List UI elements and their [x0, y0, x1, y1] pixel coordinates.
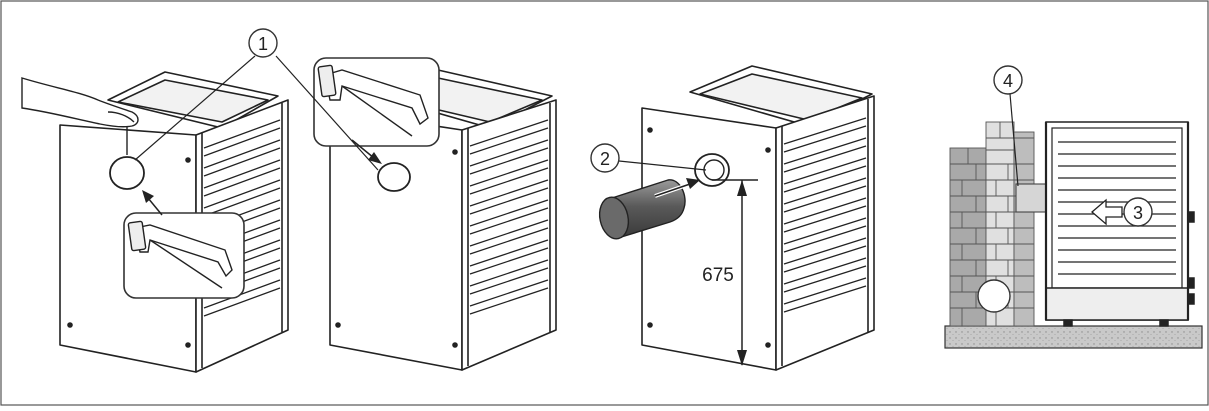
heater-3	[641, 65, 875, 371]
flue-pipe-icon	[598, 179, 686, 240]
arrow-2	[351, 139, 382, 164]
callout-3-label: 3	[1133, 203, 1143, 223]
callout-4: 4	[993, 65, 1023, 187]
callout-1: 1	[134, 28, 379, 171]
hacksaw-icon	[123, 212, 245, 299]
callout-2-label: 2	[600, 149, 610, 169]
callout-3: 3	[1123, 197, 1153, 227]
height-dimension	[712, 179, 758, 366]
hacksaw-icon-2	[313, 57, 440, 147]
brick-wall	[949, 121, 1069, 327]
height-value: 675	[702, 265, 734, 286]
floor	[944, 325, 1203, 349]
arrow-1	[142, 190, 163, 216]
hand-icon	[21, 77, 139, 155]
callout-4-label: 4	[1003, 71, 1013, 91]
heater-4	[1044, 121, 1195, 327]
arrow-3	[654, 178, 700, 198]
arrow-4	[1091, 198, 1123, 226]
callout-2: 2	[590, 143, 707, 173]
callout-1-label: 1	[258, 34, 268, 54]
